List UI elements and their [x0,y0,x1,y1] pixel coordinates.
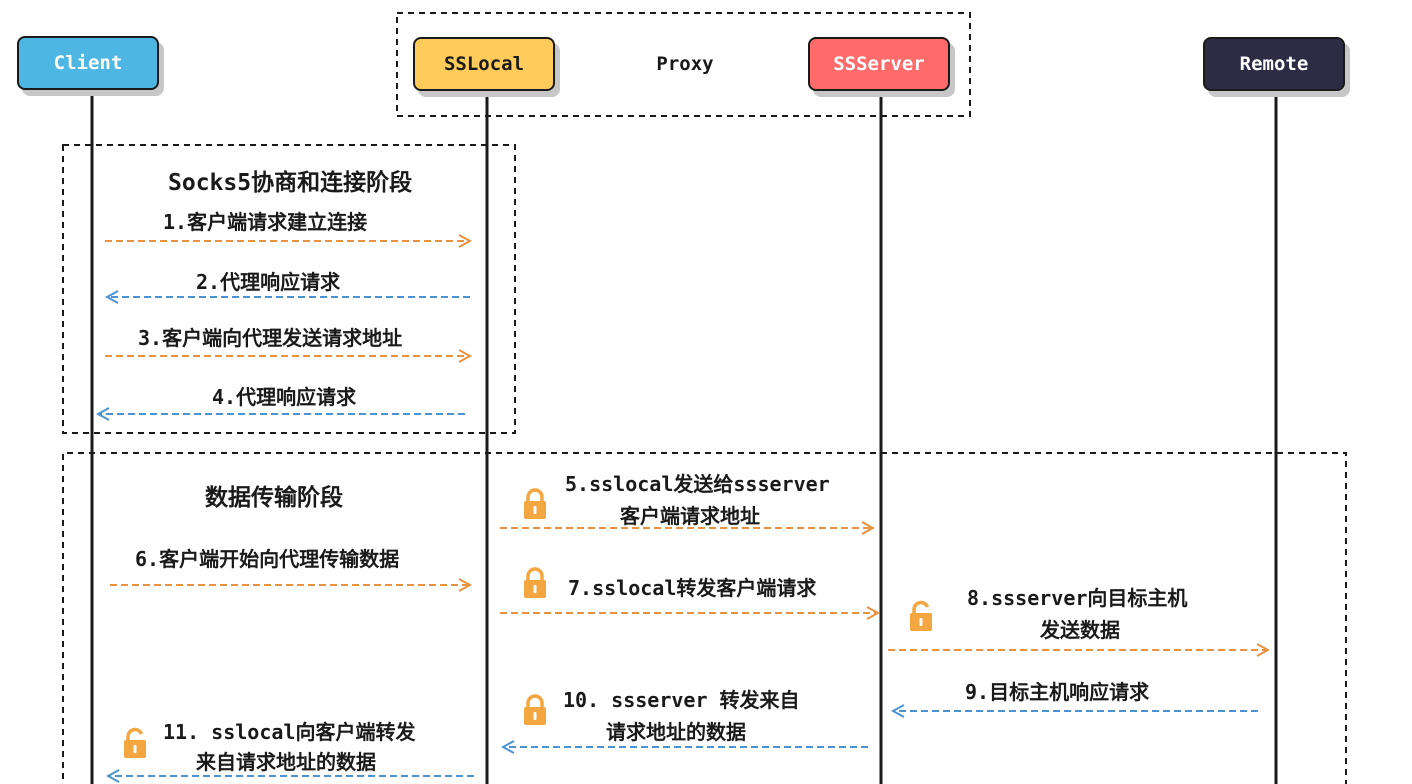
closed-lock-icon [524,567,546,598]
socks5-phase-title: Socks5协商和连接阶段 [168,170,413,196]
closed-lock-icon [524,488,546,519]
ssserver-actor-label: SSServer [833,53,925,75]
socks5-phase-box [62,144,516,434]
message-10-label-line1: 10. ssserver 转发来自 [563,688,800,712]
open-lock-icon [124,727,146,758]
message-5-label-line1: 5.sslocal发送给ssserver [565,472,830,496]
message-2-label: 2.代理响应请求 [196,270,341,294]
message-1-label: 1.客户端请求建立连接 [163,210,368,234]
message-10-label-line2: 请求地址的数据 [606,720,746,744]
open-lock-icon [910,600,932,631]
transfer-phase-box [62,452,1347,784]
message-9-label: 9.目标主机响应请求 [965,680,1150,704]
message-4-label: 4.代理响应请求 [212,385,357,409]
message-8-label-line2: 发送数据 [1040,618,1120,642]
message-7-label: 7.sslocal转发客户端请求 [568,576,817,600]
transfer-phase-title: 数据传输阶段 [205,485,343,511]
client-actor-label: Client [53,52,123,74]
message-3-label: 3.客户端向代理发送请求地址 [138,326,403,350]
remote-actor-label: Remote [1239,53,1309,75]
client-actor: Client [17,36,159,90]
proxy-group-box [396,12,971,117]
ssserver-actor: SSServer [808,37,950,91]
message-6-label: 6.客户端开始向代理传输数据 [135,547,400,571]
message-8-label-line1: 8.ssserver向目标主机 [967,586,1188,610]
message-11-label-line1: 11. sslocal向客户端转发 [163,720,416,744]
closed-lock-icon [524,694,546,725]
sslocal-actor: SSLocal [413,37,555,91]
remote-actor: Remote [1203,37,1345,91]
message-11-label-line2: 来自请求地址的数据 [196,750,376,774]
message-5-label-line2: 客户端请求地址 [620,504,760,528]
sslocal-actor-label: SSLocal [443,53,525,75]
proxy-label: Proxy [656,53,714,75]
